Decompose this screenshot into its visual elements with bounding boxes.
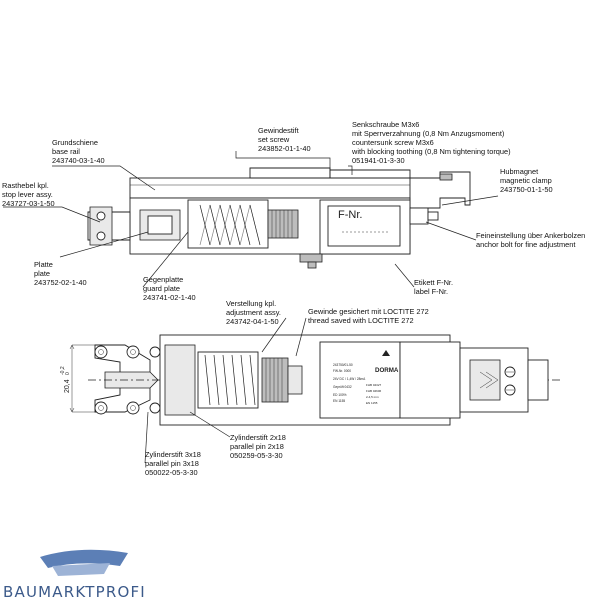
plate-row-0: 243750/01-50 <box>333 363 353 367</box>
adjustment-bolt <box>267 209 299 239</box>
callout-cs-screw-2: countersunk screw M3x6 <box>352 138 434 147</box>
callout-loctite-de: Gewinde gesichert mit LOCTITE 272 <box>308 307 429 316</box>
top-view-assembly: F-Nr. <box>87 167 471 269</box>
fnr-label: F-Nr. <box>338 209 362 221</box>
callout-set-screw-no: 243852-01-1-40 <box>258 144 311 153</box>
callout-set-screw-de: Gewindestift <box>258 126 299 135</box>
callout-fine-adj-en: anchor bolt for fine adjustment <box>476 240 575 249</box>
callout-base-rail-de: Grundschiene <box>52 138 98 147</box>
leader-lines <box>3 151 499 464</box>
spring-plan <box>197 351 259 409</box>
callout-cs-screw-3: with blocking toothing (0,8 Nm tightenin… <box>351 147 511 156</box>
watermark-mark-lower <box>52 563 110 576</box>
callout-loctite-en: thread saved with LOCTITE 272 <box>308 316 414 325</box>
callout-cs-screw-0: Senkschraube M3x6 <box>352 120 419 129</box>
plate-row-3: Geprüft 0432 <box>333 385 352 389</box>
plate-row-1: FW-Nr. 0000 <box>333 369 351 373</box>
callout-pin-3x18-no: 050022-05-3-30 <box>145 468 198 477</box>
housing-step <box>249 167 331 179</box>
callout-plate-en: plate <box>34 269 50 278</box>
callout-guard-plate-en: guard plate <box>143 284 180 293</box>
callout-adjustment-no: 243742-04-1-50 <box>226 317 279 326</box>
callout-pin-3x18-de: Zylinderstift 3x18 <box>145 450 201 459</box>
spring-housing <box>187 199 269 249</box>
plate-code-2: 2-4,5 mm <box>366 395 379 399</box>
callout-pin-2x18-en: parallel pin 2x18 <box>230 442 284 451</box>
callout-plate-de: Platte <box>34 260 53 269</box>
plate-row-5: EN 1155 <box>333 399 345 403</box>
callouts: Grundschiene base rail 243740-03-1-40 Ge… <box>2 120 585 477</box>
callout-label-fnr-en: label F-Nr. <box>414 287 448 296</box>
bottom-view-assembly: 20,4 -0,2 0 DORMA 243750/01-50 FW-Nr. 00… <box>60 334 560 426</box>
plate-code-0: FHB 04327 <box>366 383 382 387</box>
callout-base-rail-en: base rail <box>52 147 80 156</box>
callout-stop-lever-en: stop lever assy. <box>2 190 53 199</box>
callout-cs-screw-4: 051941-01-3-30 <box>352 156 405 165</box>
callout-set-screw-en: set screw <box>258 135 290 144</box>
callout-magnet-de: Hubmagnet <box>500 167 538 176</box>
callout-base-rail-no: 243740-03-1-40 <box>52 156 105 165</box>
dimension-tolerance-lower: 0 <box>65 372 71 375</box>
callout-fine-adj-de: Feineinstellung über Ankerbolzen <box>476 231 585 240</box>
dimension-value: 20,4 <box>64 379 71 393</box>
callout-guard-plate-de: Gegenplatte <box>143 275 183 284</box>
fnr-label-area <box>327 205 401 247</box>
callout-guard-plate-no: 243741-02-1-40 <box>143 293 196 302</box>
callout-adjustment-de: Verstellung kpl. <box>226 299 276 308</box>
plate-row-4: ED 100% <box>333 393 347 397</box>
callout-magnet-no: 243750-01-1-50 <box>500 185 553 194</box>
callout-label-fnr-de: Etikett F-Nr. <box>414 278 453 287</box>
callout-pin-2x18-de: Zylinderstift 2x18 <box>230 433 286 442</box>
callout-pin-2x18-no: 050259-05-3-30 <box>230 451 283 460</box>
brand-mark <box>382 350 390 356</box>
right-block-plan <box>399 341 461 419</box>
watermark-logo: BAUMARKTPROFI <box>3 549 146 600</box>
plate-row-2: 24V DC / 1,4W / 28mA <box>333 377 366 381</box>
callout-stop-lever-no: 243727-03-1-50 <box>2 199 55 208</box>
dimension-tolerance-upper: -0,2 <box>60 366 66 375</box>
callout-magnet-en: magnetic clamp <box>500 176 552 185</box>
callout-plate-no: 243752-02-1-40 <box>34 278 87 287</box>
watermark-text: BAUMARKTPROFI <box>3 583 146 600</box>
brand-logo: DORMA <box>375 367 399 374</box>
callout-adjustment-en: adjustment assy. <box>226 308 281 317</box>
callout-stop-lever-de: Rasthebel kpl. <box>2 181 49 190</box>
plate-code-3: EN 1155 <box>366 401 378 405</box>
callout-pin-3x18-en: parallel pin 3x18 <box>145 459 199 468</box>
callout-cs-screw-1: mit Sperrverzahnung (0,8 Nm Anzugsmoment… <box>352 129 504 138</box>
plate-code-1: FHB 04606 <box>366 389 382 393</box>
